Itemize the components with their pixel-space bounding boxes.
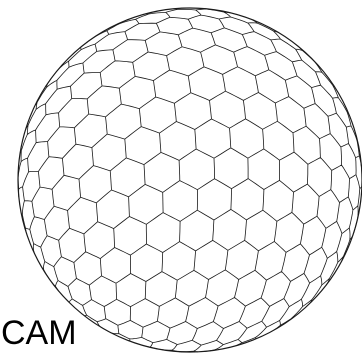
hex-cell-edges [18, 9, 362, 352]
figure-label: CAM [1, 316, 77, 350]
hex-mesh-lines [18, 9, 362, 352]
